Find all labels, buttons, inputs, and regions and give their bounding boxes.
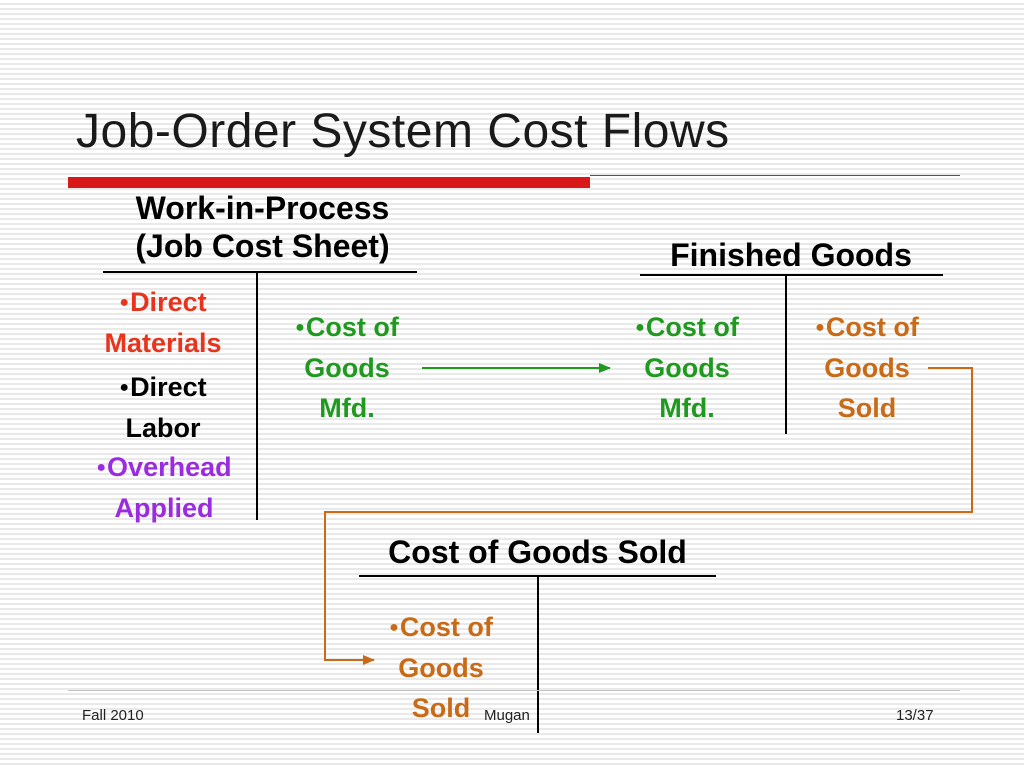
bullet-icon: ● bbox=[119, 379, 130, 396]
fg-debit-cost-of-goods-mfd: ●Cost of Goods Mfd. bbox=[635, 312, 739, 423]
wip-header-line2: (Job Cost Sheet) bbox=[135, 228, 390, 264]
footer-author: Mugan bbox=[484, 707, 530, 724]
cogs-header: Cost of Goods Sold bbox=[388, 534, 687, 570]
bullet-icon: ● bbox=[119, 294, 130, 311]
fg-credit-cost-of-goods-sold: ●Cost of Goods Sold bbox=[815, 312, 919, 423]
bullet-icon: ● bbox=[389, 619, 399, 636]
slide-title: Job-Order System Cost Flows bbox=[76, 105, 730, 158]
wip-debit-direct-labor: ●Direct Labor bbox=[119, 372, 207, 443]
cogs-debit-cost-of-goods-sold: ●Cost of Goods Sold bbox=[389, 612, 493, 723]
fg-header: Finished Goods bbox=[670, 237, 912, 273]
bullet-icon: ● bbox=[815, 319, 825, 336]
footer-page-number: 13/37 bbox=[896, 707, 934, 724]
bullet-icon: ● bbox=[635, 319, 645, 336]
wip-debit-overhead-applied: ●Overhead Applied bbox=[96, 452, 232, 523]
footer-date: Fall 2010 bbox=[82, 707, 144, 724]
bullet-icon: ● bbox=[96, 459, 107, 476]
title-accent-bar bbox=[68, 177, 590, 188]
wip-header-line1: Work-in-Process bbox=[135, 190, 390, 226]
flow-arrow-fg-to-cogs bbox=[324, 367, 973, 665]
bullet-icon: ● bbox=[295, 319, 305, 336]
wip-credit-cost-of-goods-mfd: ●Cost of Goods Mfd. bbox=[295, 312, 399, 423]
wip-debit-direct-materials: ●Direct Materials bbox=[104, 287, 222, 358]
footer-divider bbox=[68, 690, 960, 691]
title-underline bbox=[590, 175, 960, 176]
